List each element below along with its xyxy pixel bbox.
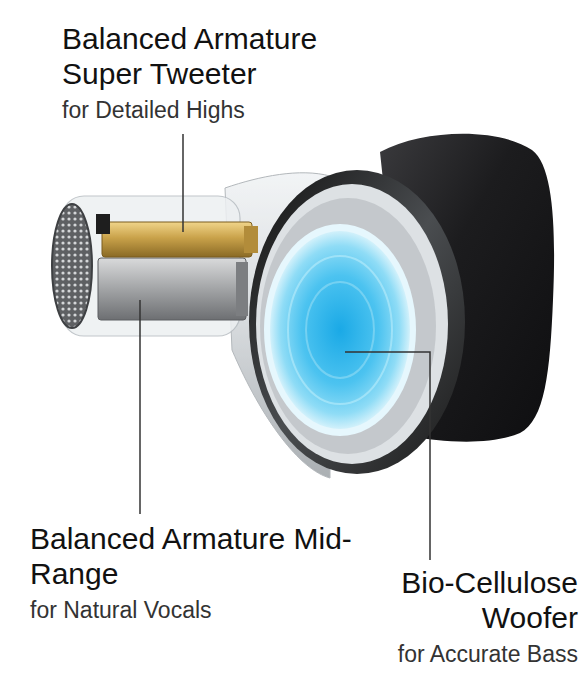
part-description: for Natural Vocals: [30, 597, 360, 625]
part-name: Balanced Armature Mid-Range: [30, 522, 360, 591]
part-description: for Detailed Highs: [62, 97, 392, 125]
part-name: Bio-Cellulose Woofer: [338, 566, 578, 635]
part-name: Balanced Armature Super Tweeter: [62, 22, 392, 91]
part-description: for Accurate Bass: [318, 641, 578, 669]
